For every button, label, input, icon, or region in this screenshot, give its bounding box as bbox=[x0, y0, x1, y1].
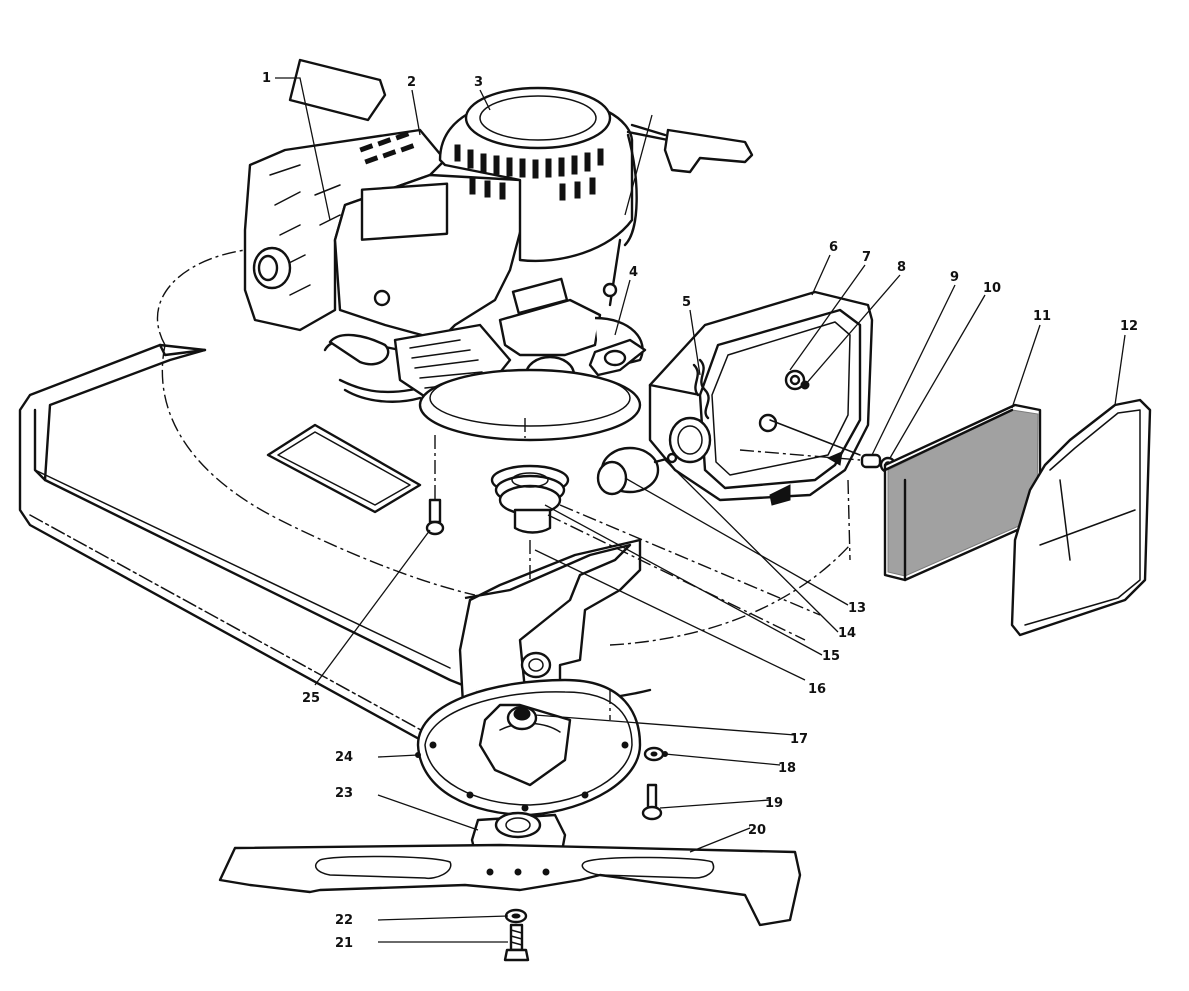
callout-2: 2 bbox=[407, 75, 416, 90]
callout-24: 24 bbox=[335, 750, 353, 765]
blade-bolt bbox=[503, 923, 530, 962]
callout-4: 4 bbox=[629, 265, 638, 280]
spacer bbox=[860, 453, 882, 469]
callout-11: 11 bbox=[1033, 309, 1051, 324]
callout-9: 9 bbox=[950, 270, 959, 285]
callout-1: 1 bbox=[262, 71, 271, 86]
callout-17: 17 bbox=[790, 732, 808, 747]
bolt-19 bbox=[641, 783, 663, 821]
callout-3: 3 bbox=[474, 75, 483, 90]
air-cleaner-body bbox=[648, 290, 874, 506]
air-cleaner-cover bbox=[1010, 398, 1152, 637]
callout-13: 13 bbox=[848, 601, 866, 616]
callout-16: 16 bbox=[808, 682, 826, 697]
primer-assembly bbox=[596, 446, 678, 496]
mounting-bolt bbox=[425, 498, 445, 536]
callout-23: 23 bbox=[335, 786, 353, 801]
engine-assembly bbox=[243, 86, 754, 442]
mower-blade bbox=[218, 843, 802, 927]
callout-leaders bbox=[275, 77, 1126, 943]
callout-18: 18 bbox=[778, 761, 796, 776]
callout-7: 7 bbox=[862, 250, 871, 265]
callout-25: 25 bbox=[302, 691, 320, 706]
shroud-louvres bbox=[359, 131, 415, 165]
callout-20: 20 bbox=[748, 823, 766, 838]
callout-14: 14 bbox=[838, 626, 856, 641]
callout-10: 10 bbox=[983, 281, 1001, 296]
callout-6: 6 bbox=[829, 240, 838, 255]
starter-grille bbox=[454, 144, 604, 201]
callout-22: 22 bbox=[335, 913, 353, 928]
foam-filter-element bbox=[883, 403, 1042, 582]
mower-deck bbox=[18, 249, 851, 750]
callout-8: 8 bbox=[897, 260, 906, 275]
callout-15: 15 bbox=[822, 649, 840, 664]
blade-adapter-upper bbox=[490, 464, 570, 534]
callout-12: 12 bbox=[1120, 319, 1138, 334]
callout-labels: 1 2 3 4 5 6 7 8 9 10 11 12 13 14 15 16 1… bbox=[262, 71, 1138, 951]
decal bbox=[288, 58, 387, 122]
callout-21: 21 bbox=[335, 936, 353, 951]
callout-5: 5 bbox=[682, 295, 691, 310]
callout-19: 19 bbox=[765, 796, 783, 811]
assembly-alignment-lines bbox=[434, 418, 861, 720]
blade-housing bbox=[416, 678, 642, 817]
